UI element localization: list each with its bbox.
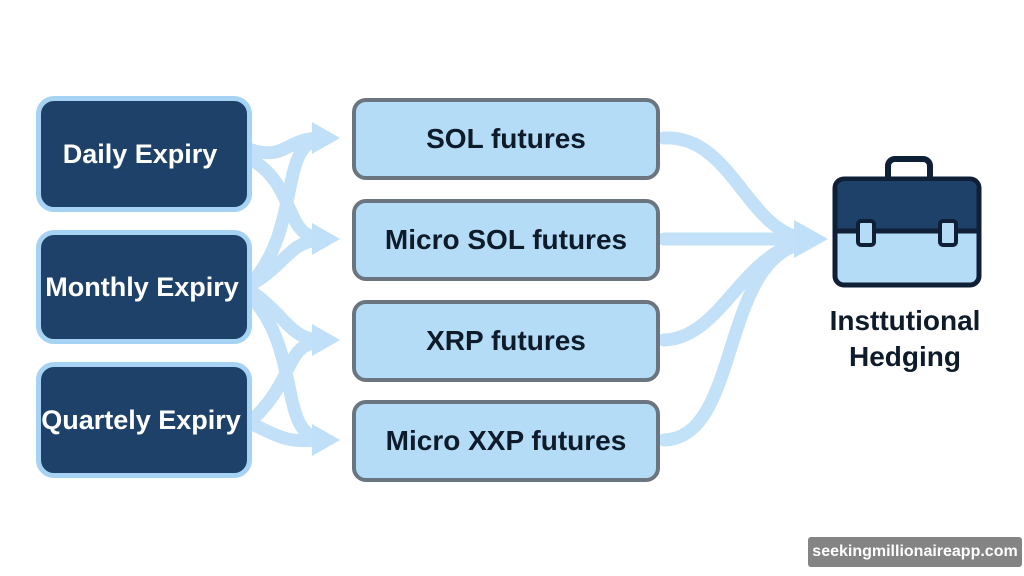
arrowhead-micro-xxp — [312, 424, 340, 456]
node-xrp-futures: XRP futures — [352, 300, 660, 382]
node-quarterly-expiry: Quartely Expiry — [36, 362, 252, 478]
node-micro-xxp-futures: Micro XXP futures — [352, 400, 660, 482]
target-label-line2: Hedging — [849, 341, 961, 372]
flow-sol-to-target — [657, 131, 807, 245]
arrowhead-target — [794, 220, 828, 258]
node-monthly-expiry: Monthly Expiry — [36, 230, 252, 344]
briefcase-icon — [832, 156, 982, 288]
arrowhead-micro-sol — [312, 223, 340, 255]
flow-monthly-to-sol — [245, 133, 325, 289]
watermark: seekingmillionaireapp.com — [808, 537, 1022, 567]
flow-quarterly-to-micro-xxp — [245, 417, 325, 448]
target-label-line1: Insttutional — [829, 305, 981, 336]
flow-monthly-to-micro-sol — [245, 233, 325, 291]
micro-xxp-futures-label: Micro XXP futures — [385, 425, 627, 456]
target-institutional-hedging: Insttutional Hedging — [800, 303, 1010, 375]
xrp-futures-label: XRP futures — [426, 325, 586, 356]
arrowhead-xrp — [312, 324, 340, 356]
flow-monthly-to-micro-xxp — [245, 291, 325, 445]
daily-expiry-label: Daily Expiry — [62, 138, 218, 169]
node-daily-expiry: Daily Expiry — [36, 96, 252, 212]
node-sol-futures: SOL futures — [352, 98, 660, 180]
monthly-expiry-label: Monthly Expiry — [45, 271, 239, 302]
flow-micro-xxp-to-target — [657, 237, 807, 447]
flow-quarterly-to-xrp — [245, 335, 325, 427]
node-micro-sol-futures: Micro SOL futures — [352, 199, 660, 281]
arrowhead-sol — [312, 122, 340, 154]
sol-futures-label: SOL futures — [426, 123, 586, 154]
micro-sol-futures-label: Micro SOL futures — [384, 224, 628, 255]
quarterly-expiry-label: Quartely Expiry — [41, 404, 241, 435]
